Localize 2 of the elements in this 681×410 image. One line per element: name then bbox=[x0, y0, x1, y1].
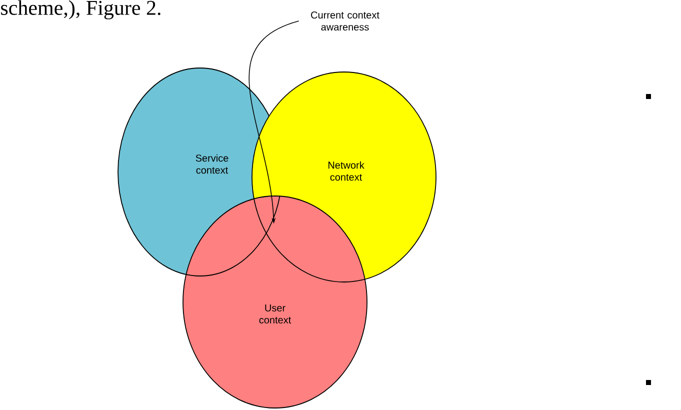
callout-text: Current context awareness bbox=[311, 11, 380, 31]
page-text: scheme,), Figure 2. bbox=[1, 0, 160, 20]
